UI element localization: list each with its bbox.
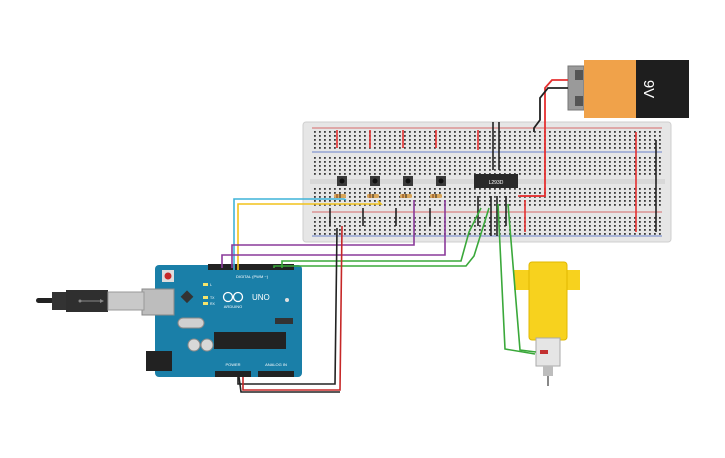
pushbutton-4[interactable] (436, 176, 446, 186)
pushbutton-1[interactable] (337, 176, 347, 186)
led-rx (203, 302, 208, 305)
digital-header-label: DIGITAL (PWM ~) (236, 274, 269, 279)
wire-black-2 (238, 376, 340, 393)
wire-purple-2 (221, 200, 446, 268)
led-l-label: L (210, 283, 212, 287)
led-tx-label: TX (210, 296, 215, 300)
driver-ic-label: L293D (489, 180, 504, 186)
battery-label: 9V (640, 80, 657, 98)
resistor-2[interactable] (367, 194, 379, 198)
led-rx-label: RX (210, 302, 216, 306)
wire-yellow (237, 200, 383, 270)
wire-green-1 (281, 207, 482, 268)
led-l (203, 283, 208, 286)
resistor-1[interactable] (334, 194, 346, 198)
battery-wire-red (520, 79, 568, 197)
wire-black-1 (237, 227, 338, 385)
analog-header[interactable] (258, 371, 294, 377)
arduino-brand-label: ARDUINO (224, 304, 242, 309)
arduino-model-label: UNO (252, 293, 270, 302)
arduino-uno-board[interactable]: DIGITAL (PWM ~) POWER ANALOG IN ARDUINO … (141, 264, 302, 377)
resistor-3[interactable] (400, 194, 412, 198)
wire-red-ground (242, 225, 343, 391)
pushbutton-2[interactable] (370, 176, 380, 186)
pushbutton-3[interactable] (403, 176, 413, 186)
wire-green-motor-1 (497, 203, 536, 355)
usb-icon (78, 299, 104, 303)
wires (221, 198, 537, 393)
power-header-label: POWER (225, 362, 240, 367)
driver-ic[interactable]: L293D (474, 174, 518, 188)
battery-wire-black (533, 87, 568, 132)
battery-body-orange (584, 60, 638, 118)
power-header[interactable] (215, 371, 251, 377)
wire-purple-1 (231, 200, 415, 268)
wire-green-2 (273, 207, 490, 268)
battery-9v[interactable]: 9V (567, 60, 689, 118)
wire-green-motor-2 (507, 203, 537, 353)
wire-cyan (233, 198, 347, 270)
reset-button[interactable] (164, 272, 172, 280)
led-tx (203, 296, 208, 299)
atmega-chip (214, 332, 286, 349)
dc-motor[interactable] (514, 261, 580, 386)
digital-header[interactable] (208, 264, 294, 270)
resistor-4[interactable] (430, 194, 442, 198)
arduino-logo-icon (222, 291, 244, 303)
breadboard-jumpers (329, 122, 657, 236)
usb-cable[interactable] (36, 290, 145, 312)
analog-header-label: ANALOG IN (265, 362, 287, 367)
